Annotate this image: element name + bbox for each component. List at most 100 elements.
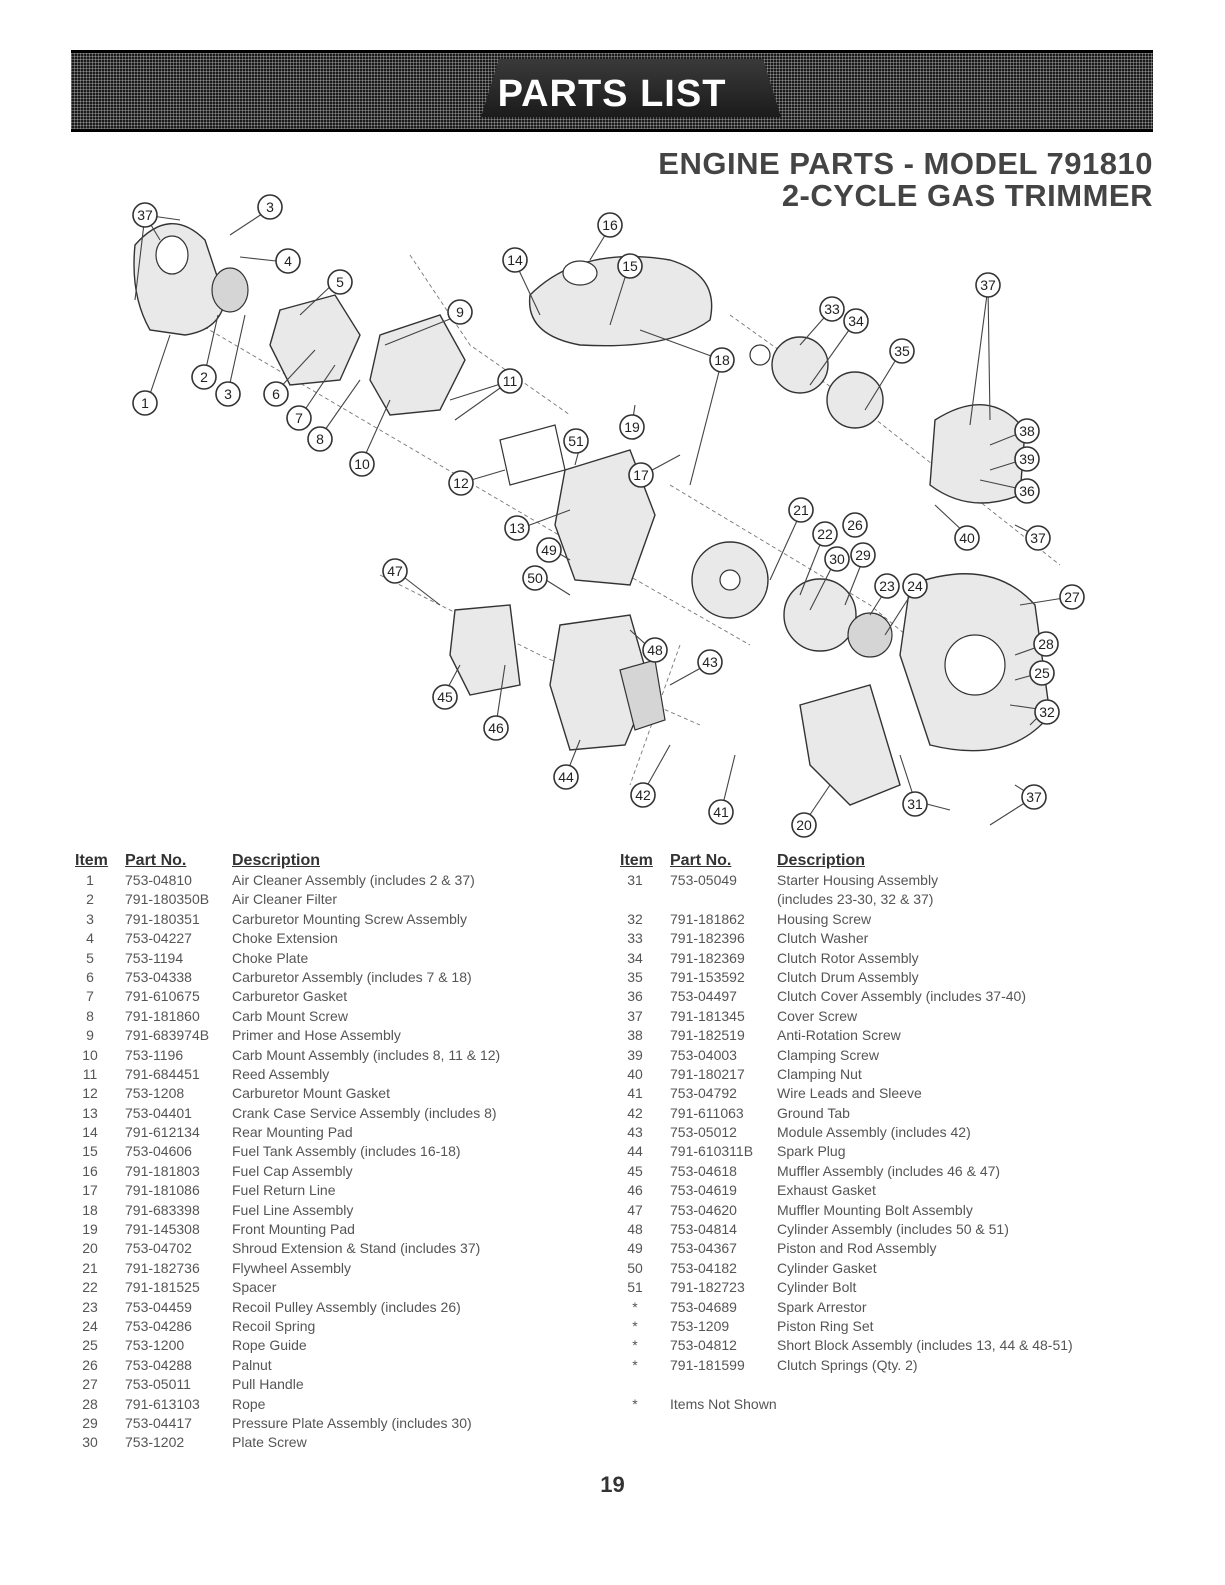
callout-5: 5 (327, 269, 353, 295)
air-filter-shape (211, 267, 249, 313)
svg-text:34: 34 (848, 313, 864, 329)
callout-32: 32 (1034, 699, 1060, 725)
part-item-number: 34 (627, 949, 643, 966)
part-description: Recoil Spring (232, 1317, 316, 1334)
part-item-number: 36 (627, 988, 643, 1005)
svg-text:51: 51 (568, 433, 584, 449)
callout-44: 44 (553, 764, 579, 790)
part-description: Fuel Return Line (232, 1182, 336, 1199)
svg-text:1: 1 (141, 395, 149, 411)
starter-housing-window-shape (944, 634, 1006, 696)
svg-text:15: 15 (622, 258, 638, 274)
part-description: Clutch Cover Assembly (includes 37-40) (777, 988, 1026, 1005)
gasket-shape (499, 424, 566, 486)
part-number: 791-181862 (670, 910, 745, 927)
svg-text:6: 6 (272, 386, 280, 402)
part-item-number: 21 (82, 1259, 98, 1276)
callout-16: 16 (597, 212, 623, 238)
part-number: 753-1202 (125, 1434, 185, 1451)
svg-text:4: 4 (284, 253, 292, 269)
svg-text:37: 37 (1030, 530, 1046, 546)
callout-31: 31 (902, 791, 928, 817)
callout-33: 33 (819, 296, 845, 322)
part-number: 753-04003 (670, 1046, 737, 1063)
part-number: 753-04814 (670, 1221, 737, 1238)
callout-35: 35 (889, 338, 915, 364)
header-part-no: Part No. (670, 852, 732, 869)
part-description: Clutch Rotor Assembly (777, 949, 919, 966)
svg-text:20: 20 (796, 817, 812, 833)
part-description: Piston Ring Set (777, 1317, 874, 1334)
part-description: Exhaust Gasket (777, 1182, 876, 1199)
part-item-number: 5 (86, 949, 94, 966)
svg-text:36: 36 (1019, 483, 1035, 499)
callout-47: 47 (382, 558, 408, 584)
clutch-washer-shape (749, 344, 771, 366)
callout-50: 50 (522, 565, 548, 591)
part-number: 753-04401 (125, 1104, 192, 1121)
callout-37a: 37 (132, 202, 158, 228)
callout-17: 17 (628, 462, 654, 488)
part-description: Module Assembly (includes 42) (777, 1124, 971, 1141)
fuel-cap-shape (562, 260, 598, 286)
part-description: Choke Plate (232, 949, 309, 966)
footnote-text: Items Not Shown (670, 1396, 777, 1413)
part-description: Carburetor Mount Gasket (232, 1085, 390, 1102)
part-description: Carburetor Assembly (includes 7 & 18) (232, 968, 472, 985)
part-item-number: 47 (627, 1201, 643, 1218)
part-item-number: 44 (627, 1143, 643, 1160)
part-item-number: 2 (86, 891, 94, 908)
part-number: 753-05012 (670, 1124, 737, 1141)
callout-19: 19 (619, 414, 645, 440)
part-description: Carb Mount Assembly (includes 8, 11 & 12… (232, 1046, 501, 1063)
part-description: Reed Assembly (232, 1065, 330, 1082)
part-number: 791-180217 (670, 1065, 745, 1082)
table-header: Item Part No. Description (620, 852, 1140, 872)
part-number: 753-04606 (125, 1143, 192, 1160)
part-description: Carburetor Mounting Screw Assembly (232, 910, 467, 927)
header-item: Item (75, 852, 108, 869)
callout-37b: 37 (975, 272, 1001, 298)
svg-text:37: 37 (1026, 789, 1042, 805)
svg-text:13: 13 (509, 520, 525, 536)
ignition-module-shape (619, 659, 666, 731)
part-item-number: 12 (82, 1085, 98, 1102)
callout-42: 42 (630, 782, 656, 808)
callout-12: 12 (448, 470, 474, 496)
svg-text:29: 29 (855, 547, 871, 563)
table-row: 13 753-04401 Crank Case Service Assembly (… (75, 1105, 595, 1124)
svg-text:3: 3 (266, 199, 274, 215)
banner-title: PARTS LIST (497, 73, 727, 115)
svg-text:17: 17 (633, 467, 649, 483)
part-number: 791-181086 (125, 1182, 200, 1199)
air-cleaner-ring-shape (155, 235, 189, 275)
shroud-stand-shape (799, 684, 901, 806)
svg-text:27: 27 (1064, 589, 1080, 605)
part-item-number: 13 (82, 1104, 98, 1121)
part-number: 791-181525 (125, 1279, 200, 1296)
svg-text:21: 21 (793, 502, 809, 518)
svg-text:25: 25 (1034, 665, 1050, 681)
part-description: Crank Case Service Assembly (includes 8) (232, 1104, 497, 1121)
callout-26: 26 (842, 512, 868, 538)
callout-51: 51 (563, 428, 589, 454)
footnote-mark: * (632, 1396, 638, 1413)
part-number: 753-1209 (670, 1317, 730, 1334)
svg-text:32: 32 (1039, 704, 1055, 720)
part-item-number: 9 (86, 1027, 94, 1044)
callout-48: 48 (642, 637, 668, 663)
part-description: Spark Arrestor (777, 1298, 867, 1315)
